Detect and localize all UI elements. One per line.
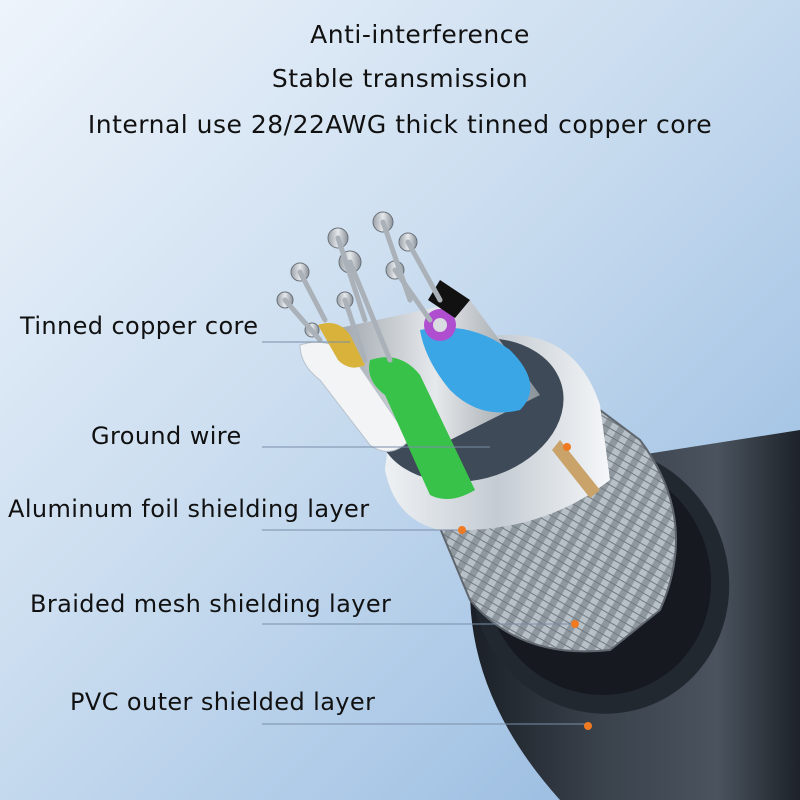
headline-anti-interference: Anti-interference	[310, 20, 530, 49]
label-tinned-copper-core: Tinned copper core	[20, 312, 259, 340]
marker-aluminum-foil	[458, 526, 466, 534]
callout-markers	[458, 443, 592, 730]
label-aluminum-foil-shielding-layer: Aluminum foil shielding layer	[8, 495, 370, 523]
label-braided-mesh-shielding-layer: Braided mesh shielding layer	[30, 590, 392, 618]
headline-internal-copper-core: Internal use 28/22AWG thick tinned coppe…	[87, 110, 713, 139]
label-ground-wire: Ground wire	[91, 422, 242, 450]
headline-stable-transmission: Stable transmission	[271, 64, 529, 93]
leader-lines	[262, 341, 588, 725]
label-pvc-outer-shielded-layer: PVC outer shielded layer	[70, 688, 376, 716]
marker-braided-mesh	[571, 620, 579, 628]
inner-conductors	[276, 211, 600, 499]
marker-pvc-outer	[584, 722, 592, 730]
marker-ground-wire	[563, 443, 571, 451]
